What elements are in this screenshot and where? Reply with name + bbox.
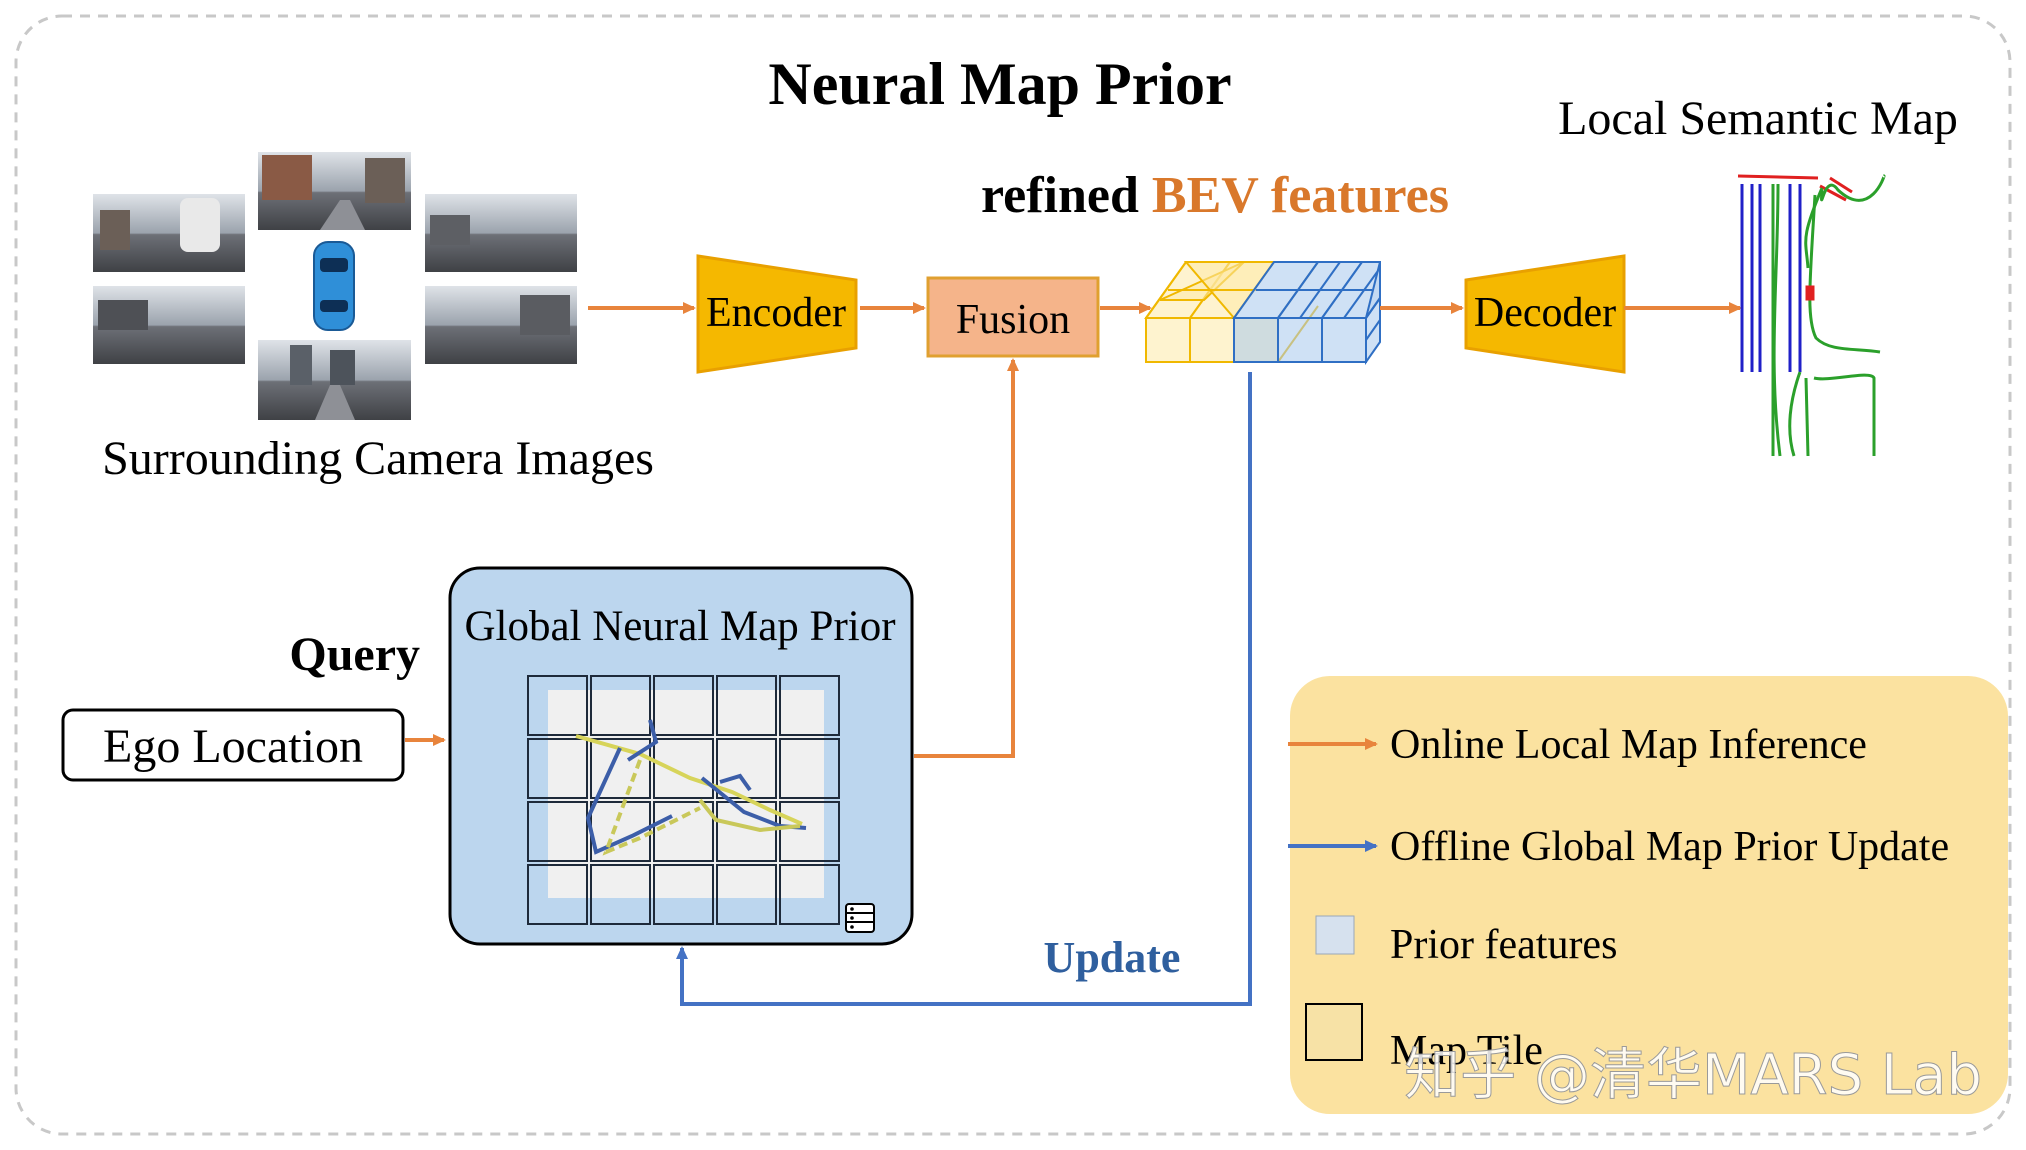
arrow-global-fusion	[914, 358, 1019, 758]
surrounding-camera-label: Surrounding Camera Images	[102, 432, 654, 485]
legend-label-3: Map Tile	[1390, 1028, 1543, 1074]
map-tile-grid	[527, 675, 840, 925]
camera-image-front-right	[425, 194, 577, 272]
map-tile	[653, 801, 714, 862]
refined-bev-label: refined BEV features	[981, 167, 1449, 224]
map-tile	[527, 864, 588, 925]
map-tile	[590, 675, 651, 736]
encoder-block	[696, 254, 858, 374]
map-tile	[653, 675, 714, 736]
decoder-block	[1464, 254, 1626, 374]
outer-frame	[14, 14, 2012, 1136]
bev-feature-grid	[1144, 261, 1381, 366]
map-tile	[779, 675, 840, 736]
map-tile	[590, 738, 651, 799]
local-semantic-map-label: Local Semantic Map	[1558, 92, 1958, 145]
update-label: Update	[1044, 933, 1181, 982]
map-tile	[527, 738, 588, 799]
ego-location-label: Ego Location	[103, 720, 363, 773]
query-label: Query	[289, 628, 420, 681]
camera-image-front-left	[93, 194, 245, 272]
arrow-bev-update	[676, 372, 1252, 1006]
map-tile	[590, 864, 651, 925]
camera-images	[93, 152, 577, 420]
bev-features-highlight: BEV features	[1152, 167, 1449, 224]
global-prior-label: Global Neural Map Prior	[464, 603, 895, 650]
camera-image-back	[258, 340, 411, 420]
map-tile	[716, 675, 777, 736]
global-prior-inner	[548, 690, 824, 898]
fusion-label: Fusion	[956, 297, 1070, 343]
fusion-block	[926, 276, 1100, 358]
diagram-title: Neural Map Prior	[768, 51, 1231, 117]
map-tile	[716, 864, 777, 925]
legend-swatch-2	[1315, 915, 1355, 955]
legend-label-0: Online Local Map Inference	[1390, 722, 1867, 768]
map-tile	[653, 864, 714, 925]
camera-image-back-right	[425, 286, 577, 364]
refined-prefix: refined	[981, 167, 1152, 224]
legend-panel	[1290, 676, 2008, 1114]
server-icon	[845, 903, 875, 933]
global-trajectory	[575, 719, 807, 856]
ego-location-box	[61, 708, 405, 782]
map-tile	[527, 801, 588, 862]
encoder-label: Encoder	[706, 290, 846, 336]
map-tile	[779, 864, 840, 925]
watermark: 知乎 @清华MARS Lab	[1404, 1043, 1982, 1108]
legend-label-1: Offline Global Map Prior Update	[1390, 824, 1949, 870]
legend-swatch-3	[1305, 1003, 1363, 1061]
decoder-label: Decoder	[1474, 290, 1616, 336]
map-tile	[716, 801, 777, 862]
map-tile	[779, 738, 840, 799]
map-tile	[527, 675, 588, 736]
camera-image-front	[258, 152, 411, 230]
camera-image-back-left	[93, 286, 245, 364]
map-tile	[653, 738, 714, 799]
local-semantic-map	[1737, 174, 1886, 457]
car-icon	[313, 241, 355, 331]
map-tile	[779, 801, 840, 862]
legend-label-2: Prior features	[1390, 922, 1617, 968]
